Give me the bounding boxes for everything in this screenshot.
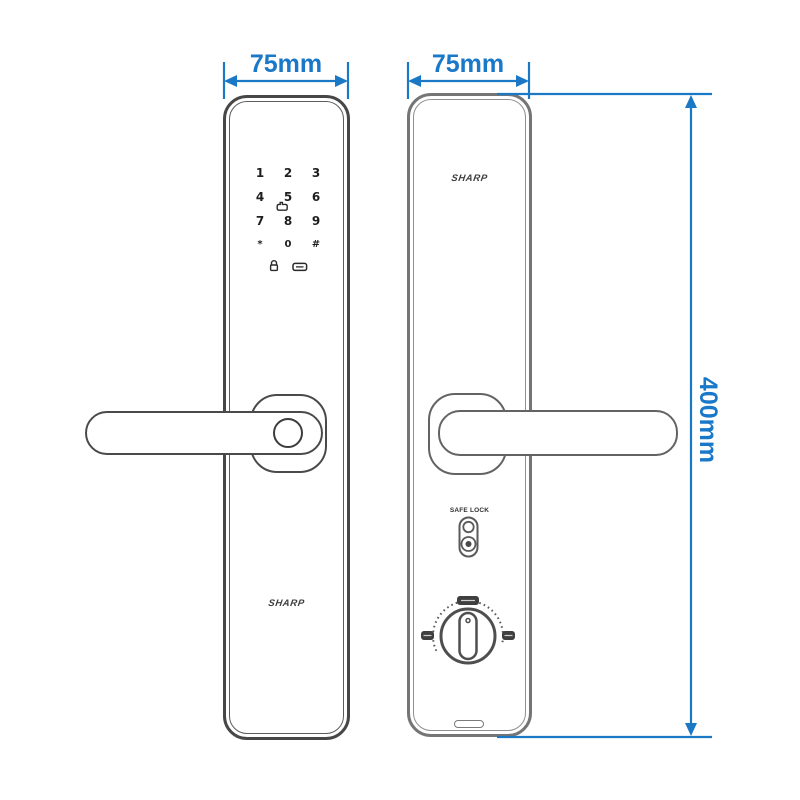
- keypad-key-0: 0: [284, 239, 292, 250]
- front-brand-logo: SHARP: [267, 598, 306, 609]
- keypad-key-hash: #: [311, 239, 321, 250]
- safe-lock-label: SAFE LOCK: [449, 507, 490, 514]
- fingerprint-sensor: [273, 418, 303, 448]
- keypad-key-4: 4: [255, 190, 265, 204]
- usb-slot: [454, 720, 484, 728]
- keypad-key-5: 5: [283, 190, 293, 204]
- keypad-key-star: *: [257, 239, 263, 250]
- keypad-key-1: 1: [255, 166, 265, 180]
- safe-lock-toggle: [458, 516, 479, 558]
- back-brand-logo: SHARP: [450, 173, 489, 184]
- keypad-key-3: 3: [311, 166, 321, 180]
- touch-icon: [276, 201, 288, 211]
- back-width-dimension-label: 75mm: [431, 50, 505, 78]
- height-dimension-label: 400mm: [694, 376, 722, 464]
- padlock-icon: [269, 260, 279, 272]
- thumbturn-knob: [421, 596, 515, 665]
- keypad-key-6: 6: [311, 190, 321, 204]
- keypad-key-9: 9: [311, 214, 321, 228]
- keypad-key-2: 2: [283, 166, 293, 180]
- card-icon: [292, 262, 308, 272]
- keypad-key-8: 8: [283, 214, 293, 228]
- keypad-key-7: 7: [255, 214, 265, 228]
- back-handle-bar: [438, 410, 678, 456]
- front-width-dimension-label: 75mm: [249, 50, 323, 78]
